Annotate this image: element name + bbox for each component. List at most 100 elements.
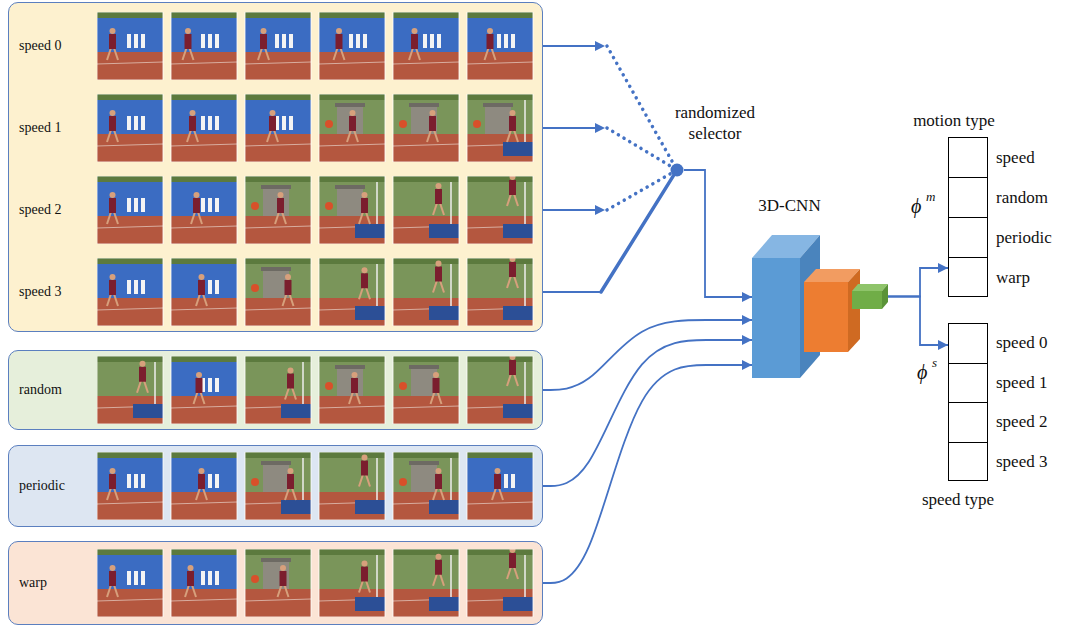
connector bbox=[541, 123, 671, 166]
video-frame bbox=[97, 258, 163, 326]
video-frame bbox=[393, 258, 459, 326]
vector-cell bbox=[948, 177, 988, 219]
video-frame bbox=[393, 176, 459, 244]
vector-label: periodic bbox=[996, 227, 1052, 248]
row-label: speed 3 bbox=[19, 283, 61, 301]
video-frame bbox=[467, 452, 533, 520]
video-frame bbox=[467, 549, 533, 617]
vector-cell bbox=[948, 323, 988, 364]
vector-heading: speed type bbox=[900, 489, 1016, 510]
vector-cell bbox=[948, 217, 988, 259]
heading-label: randomized selector bbox=[655, 102, 775, 145]
video-frame bbox=[467, 258, 533, 326]
row-label: speed 0 bbox=[19, 37, 61, 55]
selector-dot bbox=[670, 163, 684, 177]
vector-cells bbox=[948, 137, 988, 297]
symbol-label: m bbox=[926, 189, 935, 205]
video-frame bbox=[245, 258, 311, 326]
video-frames bbox=[97, 176, 537, 244]
connector bbox=[543, 340, 752, 486]
speed-row: speed 3 bbox=[9, 257, 541, 327]
row-label: speed 1 bbox=[19, 119, 61, 137]
video-frame bbox=[393, 452, 459, 520]
vector-label: speed bbox=[996, 147, 1035, 168]
connector bbox=[543, 320, 752, 390]
video-frames bbox=[97, 94, 537, 162]
video-frame bbox=[467, 356, 533, 424]
connector bbox=[888, 297, 948, 346]
vector-heading: motion type bbox=[900, 110, 1008, 131]
vector-label: speed 2 bbox=[996, 411, 1047, 432]
video-frame bbox=[393, 356, 459, 424]
video-frame bbox=[319, 12, 385, 80]
speed-row: speed 2 bbox=[9, 175, 541, 245]
vector-label: random bbox=[996, 187, 1048, 208]
video-frames bbox=[97, 12, 537, 80]
video-frame bbox=[97, 94, 163, 162]
video-frame bbox=[467, 176, 533, 244]
video-frame bbox=[171, 12, 237, 80]
sequence-panel: warp bbox=[8, 541, 543, 625]
randomized-selector: randomized selector bbox=[640, 102, 790, 182]
symbol-label: ϕ bbox=[911, 194, 921, 218]
vector-cell bbox=[948, 363, 988, 404]
video-frame bbox=[171, 258, 237, 326]
symbol-label: s bbox=[932, 355, 937, 371]
row-label: periodic bbox=[19, 477, 65, 495]
connector bbox=[543, 365, 752, 583]
conv-layer bbox=[804, 269, 860, 352]
video-frame bbox=[393, 12, 459, 80]
vector-cell bbox=[948, 137, 988, 179]
row-label: speed 2 bbox=[19, 201, 61, 219]
speed-row: speed 1 bbox=[9, 93, 541, 163]
vector-label: speed 0 bbox=[996, 332, 1047, 353]
vector-cell bbox=[948, 442, 988, 482]
video-frame bbox=[467, 94, 533, 162]
row-label: random bbox=[19, 381, 62, 399]
video-frame bbox=[393, 549, 459, 617]
video-frame bbox=[467, 12, 533, 80]
vector-cell bbox=[948, 257, 988, 297]
video-frame bbox=[245, 549, 311, 617]
vector-label: warp bbox=[996, 267, 1030, 288]
vector-cell bbox=[948, 402, 988, 443]
video-frame bbox=[171, 94, 237, 162]
cnn-block: 3D-CNN bbox=[752, 195, 902, 385]
output-vector: motion type speed random periodic warp bbox=[900, 110, 1070, 300]
video-frame bbox=[245, 94, 311, 162]
video-frame bbox=[319, 176, 385, 244]
speed-row: speed 0 bbox=[9, 11, 541, 81]
video-frame bbox=[319, 94, 385, 162]
feature-layer bbox=[852, 284, 888, 309]
connector bbox=[541, 41, 674, 164]
video-frame bbox=[319, 258, 385, 326]
speed-panel: speed 0 speed 1 speed 2 speed 3 bbox=[8, 2, 543, 332]
vector-label: speed 1 bbox=[996, 372, 1047, 393]
video-frame bbox=[393, 94, 459, 162]
output-vector: speed 0 speed 1 speed 2 speed 3 speed type bbox=[900, 323, 1070, 518]
sequence-panel: periodic bbox=[8, 445, 543, 527]
video-frames bbox=[97, 258, 537, 326]
video-frame bbox=[97, 12, 163, 80]
video-frame bbox=[171, 356, 237, 424]
connector bbox=[541, 176, 673, 292]
video-frame bbox=[97, 549, 163, 617]
video-frame bbox=[97, 356, 163, 424]
video-frames bbox=[97, 356, 537, 424]
video-frame bbox=[171, 452, 237, 520]
video-frame bbox=[245, 12, 311, 80]
video-frame bbox=[245, 176, 311, 244]
heading-label: 3D-CNN bbox=[752, 195, 827, 216]
video-frame bbox=[97, 176, 163, 244]
video-frame bbox=[245, 356, 311, 424]
video-frames bbox=[97, 452, 537, 520]
video-frame bbox=[245, 452, 311, 520]
video-frame bbox=[171, 176, 237, 244]
sequence-panel: random bbox=[8, 350, 543, 430]
video-frame bbox=[171, 549, 237, 617]
connector bbox=[888, 268, 948, 297]
cnn-illustration bbox=[752, 195, 902, 385]
video-frame bbox=[97, 452, 163, 520]
vector-label: speed 3 bbox=[996, 451, 1047, 472]
